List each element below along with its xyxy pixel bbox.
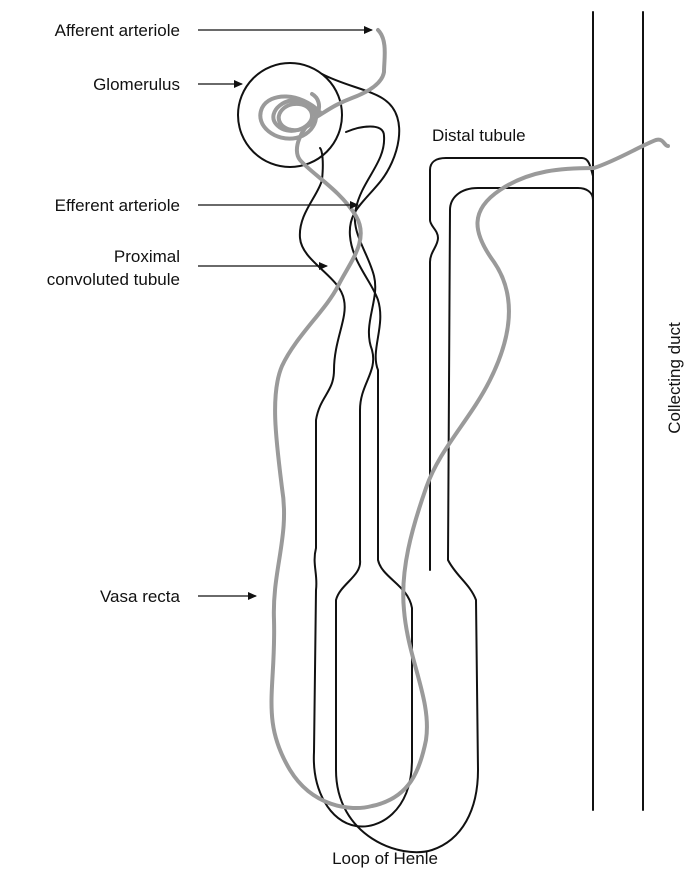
nephron-tubule-inner <box>336 127 593 853</box>
label-collecting-duct: Collecting duct <box>665 322 684 434</box>
bowmans-capsule <box>238 63 342 167</box>
label-afferent-arteriole: Afferent arteriole <box>55 21 180 40</box>
glomerulus-capillary-tuft <box>260 94 320 139</box>
label-glomerulus: Glomerulus <box>93 75 180 94</box>
nephron-tubule-outer <box>300 74 412 827</box>
label-vasa-recta: Vasa recta <box>100 587 181 606</box>
label-efferent-arteriole: Efferent arteriole <box>55 196 180 215</box>
label-distal-tubule: Distal tubule <box>432 126 526 145</box>
label-loop-of-henle: Loop of Henle <box>332 849 438 868</box>
distal-tubule-wall <box>430 158 593 570</box>
label-proximal-line2: convoluted tubule <box>47 270 180 289</box>
label-proximal-line1: Proximal <box>114 247 180 266</box>
